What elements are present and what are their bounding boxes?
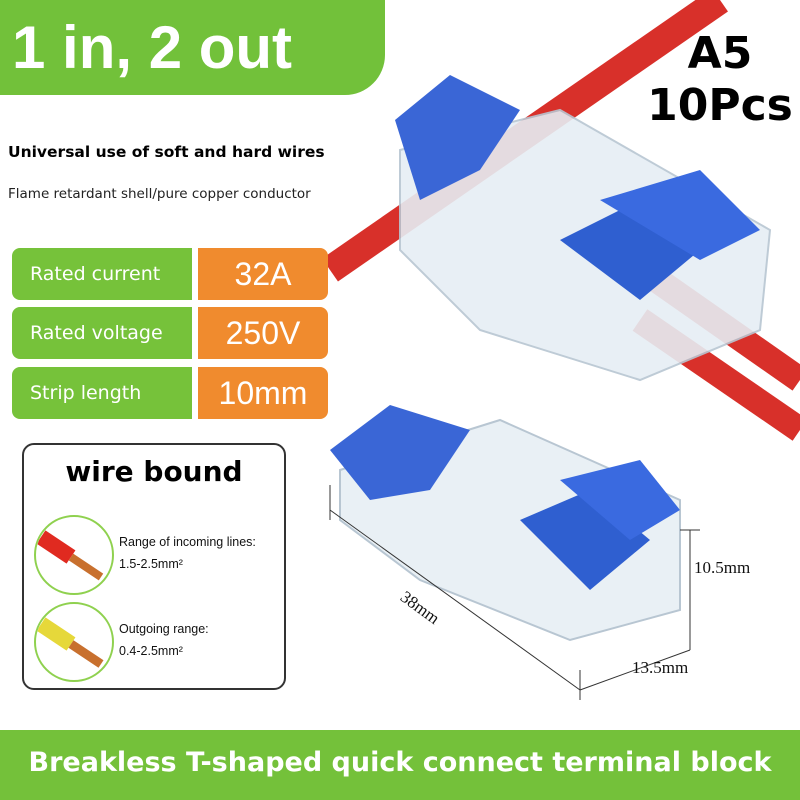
pack-quantity: 10Pcs: [647, 80, 793, 131]
outgoing-value: 0.4-2.5mm²: [119, 644, 183, 658]
footer-caption: Breakless T-shaped quick connect termina…: [0, 730, 800, 800]
spec-row-current: Rated current 32A: [12, 248, 328, 300]
model-code: A5: [687, 28, 753, 79]
incoming-range: Range of incoming lines: 1.5-2.5mm²: [119, 531, 256, 575]
wire-bound-title: wire bound: [65, 455, 243, 488]
connector-top: [395, 75, 772, 382]
wire-bound-panel: wire bound Range of incoming lines: 1.5-…: [22, 443, 286, 690]
width-dimension: 13.5mm: [632, 658, 689, 677]
red-wire-image: [34, 515, 114, 595]
spec-value: 10mm: [198, 367, 328, 419]
connector-bottom: [330, 405, 681, 642]
spec-value: 250V: [198, 307, 328, 359]
outgoing-label: Outgoing range:: [119, 622, 209, 636]
spec-value: 32A: [198, 248, 328, 300]
product-illustration: [322, 0, 800, 700]
height-dimension: 10.5mm: [694, 558, 751, 577]
spec-row-voltage: Rated voltage 250V: [12, 307, 328, 359]
incoming-value: 1.5-2.5mm²: [119, 557, 183, 571]
spec-label: Rated current: [12, 248, 192, 300]
model-badge: A5 10Pcs: [640, 28, 800, 132]
feature-headline: Universal use of soft and hard wires: [8, 143, 325, 161]
spec-row-strip: Strip length 10mm: [12, 367, 328, 419]
spec-label: Rated voltage: [12, 307, 192, 359]
spec-label: Strip length: [12, 367, 192, 419]
dimension-lines: [329, 485, 700, 700]
feature-subline: Flame retardant shell/pure copper conduc…: [8, 186, 311, 202]
yellow-wire-image: [34, 602, 114, 682]
outgoing-range: Outgoing range: 0.4-2.5mm²: [119, 618, 209, 662]
incoming-label: Range of incoming lines:: [119, 535, 256, 549]
title-banner: 1 in, 2 out: [0, 0, 385, 95]
